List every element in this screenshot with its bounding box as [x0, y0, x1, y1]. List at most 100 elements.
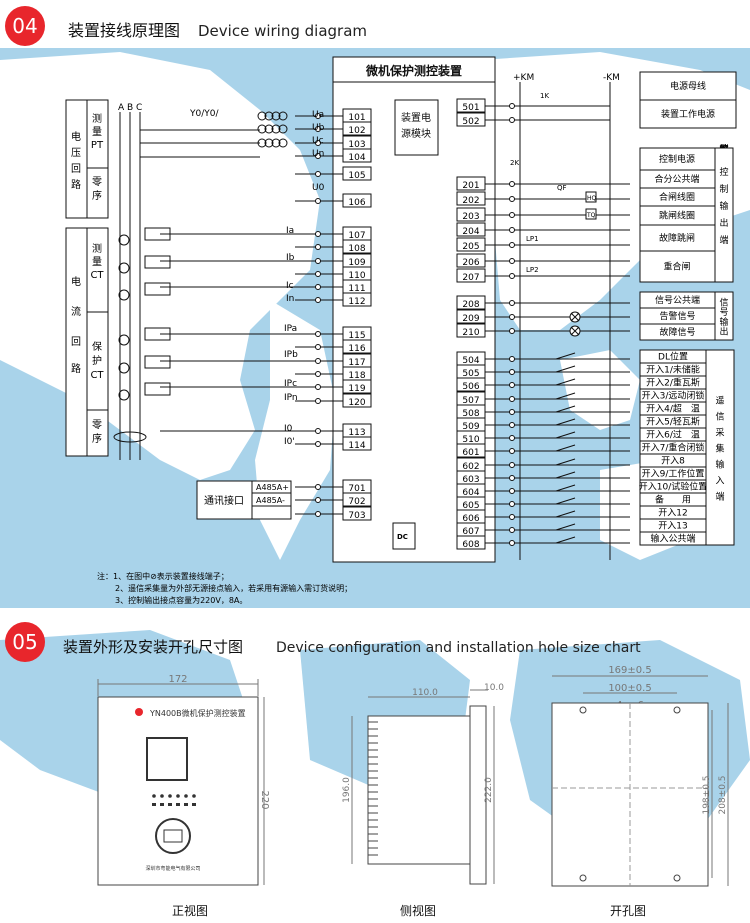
zero-seq-ct — [113, 431, 147, 443]
wire — [570, 312, 580, 322]
terminal-number: 112 — [348, 297, 365, 307]
transformer-coil — [257, 124, 267, 134]
terminal-number: 209 — [462, 314, 479, 324]
signal-ib: Ib — [286, 253, 295, 263]
section-badge-04 — [5, 6, 45, 46]
transformer-coil — [264, 138, 274, 148]
input-table-label: 输入公共端 — [650, 533, 695, 545]
signal-table-side-label: 号 — [719, 307, 728, 318]
control-table-label: 合分公共端 — [654, 173, 699, 185]
input-table-side-label: 输 — [715, 459, 724, 471]
transformer-coil — [271, 124, 281, 134]
section-title-en-04: Device wiring diagram — [198, 22, 367, 40]
protect-ct-label-2: 护 — [92, 354, 102, 367]
indicator-label-mark — [168, 803, 172, 806]
signal-485-minus: A485A- — [256, 496, 285, 505]
voltage-loop-label-4: 路 — [71, 178, 81, 191]
terminal-screw — [315, 484, 321, 490]
side-view: 110.0 10.0 196.0 222.0 侧视图 — [342, 683, 504, 918]
terminal-screw — [315, 113, 321, 119]
input-table-label: 开入1/未储能 — [646, 364, 700, 376]
protect-ct-label-1: 保 — [92, 340, 102, 353]
terminal-screw — [315, 297, 321, 303]
control-table-cell — [639, 224, 716, 252]
terminal-number: 603 — [462, 475, 479, 485]
terminal-number: 703 — [348, 511, 365, 521]
indicator-led — [176, 794, 180, 798]
control-side-label: 出 — [719, 217, 728, 229]
terminal-number: 602 — [462, 462, 479, 472]
input-table-label: 开入10/试验位置 — [639, 481, 708, 493]
signal-un: Un — [312, 149, 324, 159]
side-depth-dim: 110.0 — [412, 688, 438, 698]
terminal-number: 118 — [348, 371, 365, 381]
input-contact — [555, 471, 576, 479]
keypad-center-key[interactable] — [163, 829, 183, 843]
zero-seq-v-label-1: 零 — [92, 176, 102, 188]
indicator-leds — [152, 794, 196, 806]
voltage-loop-label-3: 回 — [71, 163, 81, 175]
terminal-number: 114 — [348, 441, 365, 451]
input-contact — [555, 405, 576, 413]
terminal-number: 504 — [462, 356, 479, 366]
indicator-led — [184, 794, 188, 798]
switch-2k: 2K — [510, 159, 519, 167]
terminal-screw — [509, 488, 515, 494]
terminal-screw — [315, 398, 321, 404]
signal-ipn: IPn — [284, 393, 298, 403]
input-table-side-label: 入 — [715, 476, 724, 487]
terminal-number: 203 — [462, 212, 479, 222]
terminal-number: 508 — [462, 409, 479, 419]
signal-table-side-label: 出 — [719, 325, 728, 337]
terminal-number: 206 — [462, 258, 479, 268]
terminal-screw — [315, 384, 321, 390]
terminal-screw — [509, 501, 515, 507]
terminal-screw — [509, 273, 515, 279]
transformer-coil — [257, 111, 267, 121]
signal-i0-prime: I0' — [284, 437, 295, 447]
zero-seq-v-label-2: 序 — [92, 189, 102, 202]
side-body — [367, 715, 471, 865]
front-view: 172 220 YN400B微机保护测控装置 深圳市粤能电气有限公司 正视图 — [97, 674, 270, 918]
terminal-screw — [315, 358, 321, 364]
switch-1k: 1K — [540, 92, 549, 100]
front-company-name: 深圳市粤能电气有限公司 — [145, 865, 200, 872]
power-table-cell — [639, 99, 737, 129]
left-terminal-strip: 1011021031041051061071081091101111121151… — [295, 108, 372, 521]
input-table-side-label: 信 — [715, 411, 724, 423]
control-side-label: 控 — [719, 166, 728, 178]
mount-hole — [673, 874, 681, 882]
mount-hole — [579, 706, 587, 714]
note-1: 注：1、在图中⊘表示装置接线端子； — [97, 571, 229, 581]
pt-connection-label: Y0/Y0/ — [189, 109, 219, 119]
ct-winding — [144, 255, 171, 269]
note-2: 2、遥信采集量为外部无源接点输入，若采用有源输入需订货说明； — [115, 583, 352, 593]
input-table-label: 开入8 — [661, 456, 685, 467]
minus-km: -KM — [603, 73, 620, 83]
section-title-en-05: Device configuration and installation ho… — [276, 640, 641, 656]
terminal-number: 604 — [462, 488, 479, 498]
terminal-screw — [509, 382, 515, 388]
terminal-screw — [509, 448, 515, 454]
terminal-screw — [509, 181, 515, 187]
power-module-label-2: 源模块 — [401, 127, 431, 140]
terminal-number: 120 — [348, 398, 365, 408]
terminal-screw — [509, 462, 515, 468]
ct-ring — [118, 389, 130, 401]
terminal-screw — [315, 126, 321, 132]
cutout-dim-198: 198±0.5 — [702, 775, 712, 814]
input-table-label: 备 用 — [655, 494, 691, 506]
input-contact — [555, 484, 576, 492]
input-table-label: 开入6/过 温 — [646, 429, 700, 441]
terminal-screw — [509, 435, 515, 441]
zero-seq-c-label-1: 零 — [92, 419, 102, 431]
right-label-tables: 电源母线装置工作电源控制电源合分公共端合闸线圈控制输出端控制电源合分公共端合闸线… — [639, 71, 737, 546]
input-table-side — [705, 349, 735, 546]
cutout-view-label: 开孔图 — [610, 904, 646, 918]
current-loop-label-3: 回 — [71, 336, 81, 348]
input-table-side-label: 集 — [715, 443, 724, 455]
terminal-number: 202 — [462, 196, 479, 206]
control-table-label: 合闸线圈 — [659, 191, 695, 203]
transformer-coil — [257, 138, 267, 148]
signal-ub: Ub — [312, 123, 325, 133]
